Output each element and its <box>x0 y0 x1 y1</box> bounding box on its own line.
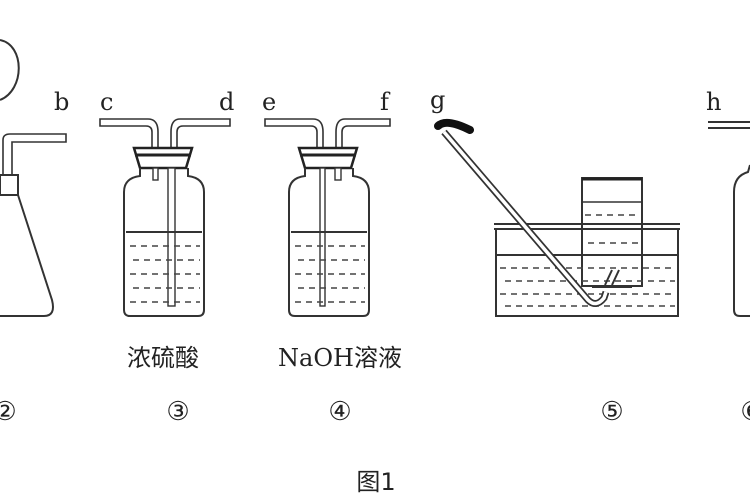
water-trough <box>434 118 680 317</box>
port-label-d: d <box>219 88 234 116</box>
washing-bottle-3 <box>99 118 231 317</box>
apparatus-number-3: ③ <box>166 397 189 427</box>
reagent-label-4: NaOH溶液 <box>278 344 402 372</box>
port-label-e: e <box>262 88 276 116</box>
reagent-label-3: 浓硫酸 <box>127 344 199 372</box>
apparatus-number-5: ⑤ <box>600 397 623 427</box>
port-label-h: h <box>706 88 721 116</box>
port-label-b: b <box>54 88 69 116</box>
washing-bottle-4 <box>264 118 391 317</box>
apparatus-number-6: ⑥ <box>740 397 750 427</box>
conical-flask <box>0 39 67 317</box>
port-label-g: g <box>430 86 445 114</box>
port-label-f: f <box>380 88 391 116</box>
collection-bottle <box>708 121 750 317</box>
figure-caption: 图1 <box>356 468 395 496</box>
port-label-c: c <box>100 88 113 116</box>
apparatus-number-4: ④ <box>328 397 351 427</box>
apparatus-number-2: ② <box>0 397 17 427</box>
